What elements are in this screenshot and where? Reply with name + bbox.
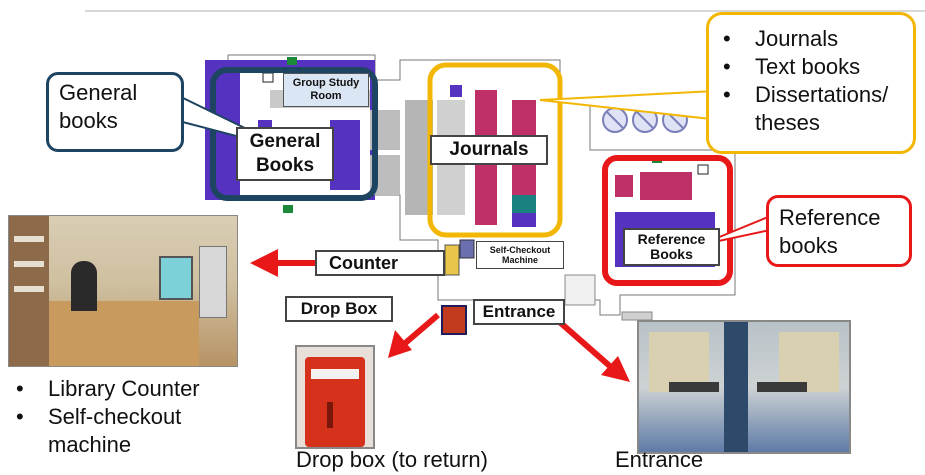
self-checkout-label: Self-Checkout Machine [476,241,564,269]
general-books-frame [210,67,378,201]
building-outline [227,54,736,316]
turnstile [621,311,653,321]
journal-shelf-blue [512,213,536,227]
self-checkout-machine-box [459,239,475,259]
general-books-callout: General books [46,72,184,152]
drop-box-photo [295,345,375,449]
general-books-callout-text: General books [59,80,138,133]
entrance-caption: Entrance [615,447,704,472]
general-books-label: General Books [236,127,334,181]
entrance-photo [637,320,851,454]
journals-callout-item: Dissertations/ theses [715,81,907,137]
computer-icon [262,72,274,83]
computer-icon [697,164,709,175]
counter-caption-item: Library Counter [8,375,228,403]
reference-books-callout: Reference books [766,195,912,267]
counter-caption: Library Counter Self-checkout machine [8,375,228,459]
journals-callout-item: Journals [715,25,907,53]
journals-callout: Journals Text books Dissertations/ these… [706,12,916,154]
entrance-area [564,274,596,306]
library-counter-photo [8,215,238,367]
counter-desk [444,244,460,276]
reference-shelf [615,175,633,197]
journals-callout-list: Journals Text books Dissertations/ these… [715,25,907,137]
top-divider [85,10,925,12]
journal-shelf-teal [512,195,536,213]
reference-books-frame [602,155,733,286]
group-study-room-label: Group Study Room [283,73,369,107]
general-shelf-strip [330,120,360,190]
exit-sign-icon [287,57,297,65]
entrance-label: Entrance [473,299,565,325]
reference-books-label: Reference Books [623,228,720,266]
journals-label: Journals [430,135,548,165]
reference-shelf [640,172,692,200]
exit-sign-icon [283,205,293,213]
counter-label: Counter [315,250,445,276]
drop-box-label: Drop Box [285,296,393,322]
drop-box-caption: Drop box (to return) [296,447,488,472]
journal-shelf-small [450,85,462,97]
drop-box-icon [441,305,467,335]
reference-books-callout-text: Reference books [779,205,881,258]
journals-callout-item: Text books [715,53,907,81]
counter-caption-item: Self-checkout machine [8,403,228,459]
